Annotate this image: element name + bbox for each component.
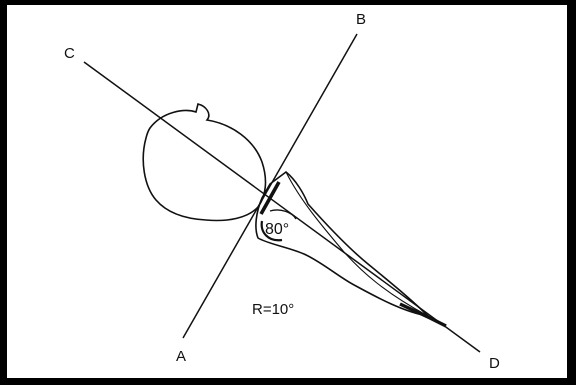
axis-line-cd xyxy=(83,61,481,353)
label-a: A xyxy=(176,348,186,365)
rotation-label: R=10° xyxy=(252,301,294,318)
label-c: C xyxy=(64,45,75,62)
axis-line-ab xyxy=(182,33,358,339)
joint-segment xyxy=(259,181,281,215)
angle-arc-upper xyxy=(269,209,297,220)
diagram-panel xyxy=(7,5,567,378)
head-outline xyxy=(142,103,267,222)
label-d: D xyxy=(489,355,500,372)
angle-arc xyxy=(260,220,283,242)
angle-label: 80° xyxy=(265,221,289,238)
shaft-inner-line xyxy=(285,171,429,317)
label-b: B xyxy=(356,11,366,28)
shaft-outline xyxy=(255,170,431,318)
